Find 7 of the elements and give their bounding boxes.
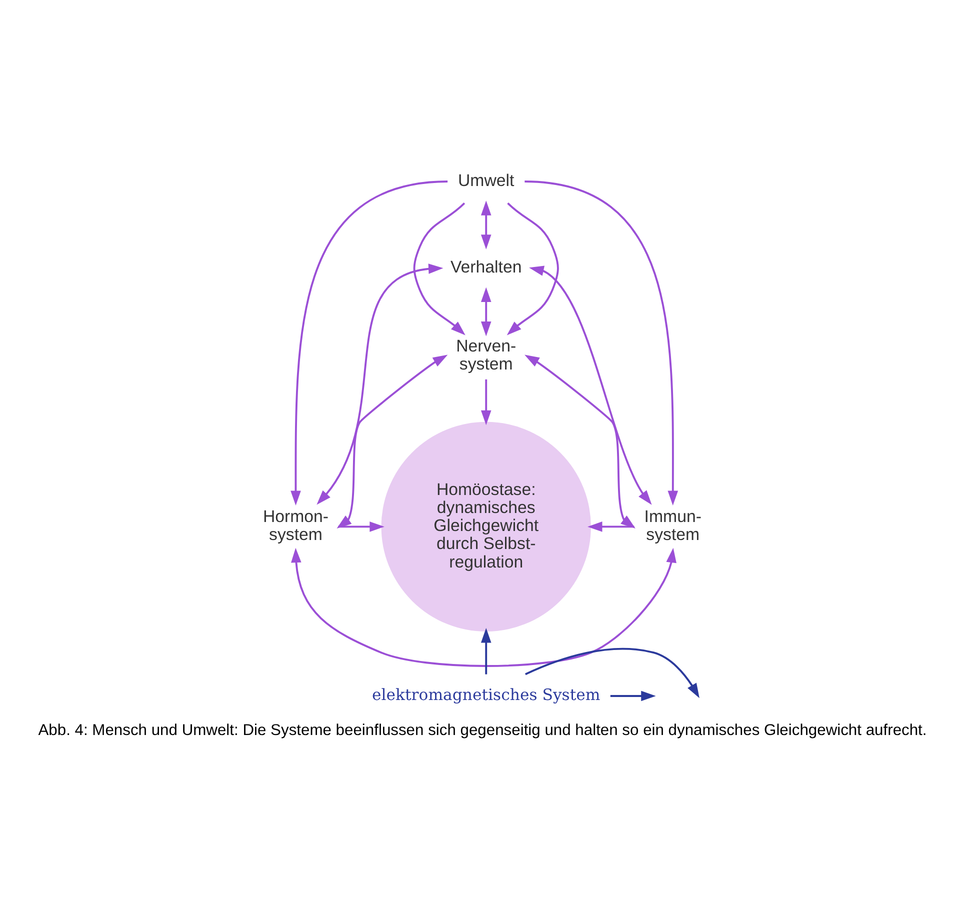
node-text: elektromagnetisches System bbox=[372, 685, 600, 704]
node-text: Verhalten bbox=[450, 258, 522, 277]
node-text: Hormon- system bbox=[262, 507, 329, 544]
caption: Abb. 4: Mensch und Umwelt: Die Systeme beeinflussen sich gegenseitig und halten so ein dynamisches Gleichgewicht aufrecht. bbox=[38, 722, 927, 740]
node-text: Immun- system bbox=[644, 507, 702, 544]
node-text: Umwelt bbox=[458, 170, 514, 190]
node-text: Nerven- system bbox=[456, 336, 516, 374]
